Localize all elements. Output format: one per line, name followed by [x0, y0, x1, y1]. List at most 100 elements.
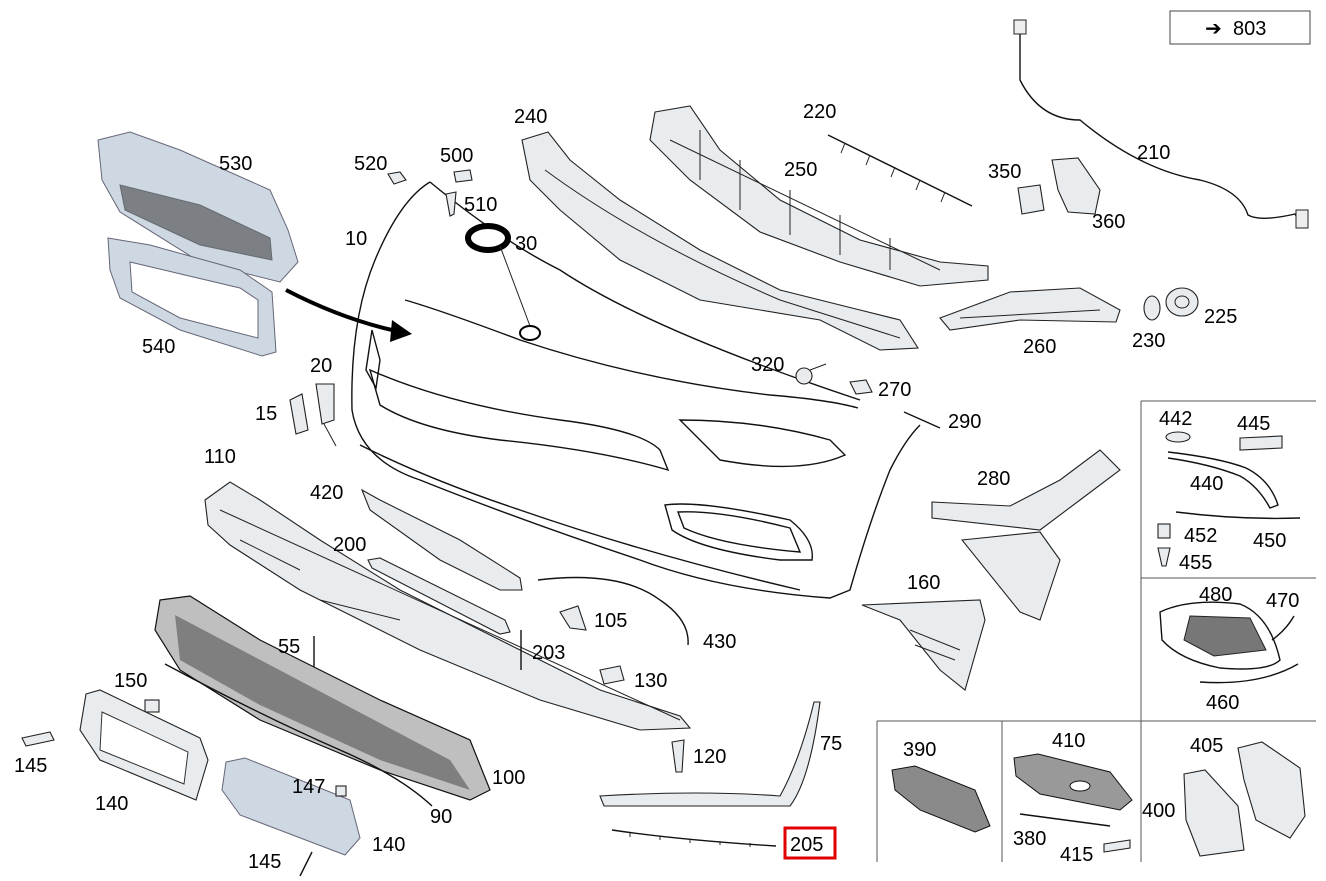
label-400[interactable]: 400	[1142, 800, 1175, 822]
label-455[interactable]: 455	[1179, 552, 1212, 574]
label-225[interactable]: 225	[1204, 306, 1237, 328]
label-530[interactable]: 530	[219, 153, 252, 175]
label-230[interactable]: 230	[1132, 330, 1165, 352]
sensor-350[interactable]	[1017, 184, 1045, 215]
label-445[interactable]: 445	[1237, 413, 1270, 435]
label-450[interactable]: 450	[1253, 530, 1286, 552]
clip-147[interactable]	[335, 785, 347, 797]
bracket-240[interactable]	[521, 131, 919, 351]
label-480[interactable]: 480	[1199, 584, 1232, 606]
label-200[interactable]: 200	[333, 534, 366, 556]
sensor-225[interactable]	[1165, 287, 1199, 317]
bumper-cover-10[interactable]	[351, 181, 921, 599]
screw-320[interactable]	[795, 363, 827, 385]
label-470[interactable]: 470	[1266, 590, 1299, 612]
label-90[interactable]: 90	[430, 806, 452, 828]
label-250[interactable]: 250	[784, 159, 817, 181]
wire-220[interactable]	[827, 134, 973, 207]
label-405[interactable]: 405	[1190, 735, 1223, 757]
label-350[interactable]: 350	[988, 161, 1021, 183]
label-240[interactable]: 240	[514, 106, 547, 128]
frame-480[interactable]	[1159, 601, 1281, 670]
label-15[interactable]: 15	[255, 403, 277, 425]
air-duct-405[interactable]	[1237, 741, 1306, 839]
strip-380[interactable]	[1019, 813, 1111, 827]
nut-452[interactable]	[1157, 523, 1171, 539]
strip-420[interactable]	[360, 488, 523, 591]
screw-145b[interactable]	[299, 851, 313, 877]
strip-290[interactable]	[903, 411, 941, 429]
clip-130[interactable]	[599, 665, 625, 685]
grille-100[interactable]	[154, 595, 491, 801]
clip-445[interactable]	[1239, 435, 1283, 451]
label-540[interactable]: 540	[142, 336, 175, 358]
trim-75[interactable]	[599, 701, 821, 807]
clip-105[interactable]	[559, 605, 587, 631]
label-75[interactable]: 75	[820, 733, 842, 755]
label-452[interactable]: 452	[1184, 525, 1217, 547]
label-150[interactable]: 150	[114, 670, 147, 692]
bracket-15[interactable]	[289, 393, 309, 435]
clip-150[interactable]	[144, 699, 160, 713]
air-guide-540[interactable]	[107, 237, 277, 357]
label-270[interactable]: 270	[878, 379, 911, 401]
grille-390[interactable]	[891, 765, 991, 833]
plate-bracket-140a[interactable]	[79, 689, 209, 801]
label-430[interactable]: 430	[703, 631, 736, 653]
label-460[interactable]: 460	[1206, 692, 1239, 714]
label-290[interactable]: 290	[948, 411, 981, 433]
label-410[interactable]: 410	[1052, 730, 1085, 752]
screw-510[interactable]	[445, 191, 457, 217]
screw-145a[interactable]	[21, 731, 55, 747]
clip-415[interactable]	[1103, 839, 1131, 853]
trim-440[interactable]	[1167, 451, 1279, 509]
label-390[interactable]: 390	[903, 739, 936, 761]
label-120[interactable]: 120	[693, 746, 726, 768]
lower-panel-110[interactable]	[204, 481, 692, 731]
label-320[interactable]: 320	[751, 354, 784, 376]
trim-205[interactable]	[611, 829, 777, 847]
label-510[interactable]: 510	[464, 194, 497, 216]
label-110[interactable]: 110	[204, 446, 236, 468]
label-500[interactable]: 500	[440, 145, 473, 167]
label-442[interactable]: 442	[1159, 408, 1192, 430]
trim-460[interactable]	[1199, 663, 1299, 684]
strip-200[interactable]	[367, 557, 511, 635]
emblem-30[interactable]	[465, 223, 541, 341]
label-145a[interactable]: 145	[14, 755, 47, 777]
harness-210[interactable]	[1013, 19, 1309, 229]
trim-430[interactable]	[537, 576, 689, 646]
label-140b[interactable]: 140	[372, 834, 405, 856]
air-guide-530[interactable]	[97, 131, 299, 283]
label-55[interactable]: 55	[278, 636, 300, 658]
trim-90[interactable]	[164, 663, 433, 807]
clip-120[interactable]	[671, 739, 685, 773]
fastener-500[interactable]	[453, 169, 473, 183]
label-415[interactable]: 415	[1060, 844, 1093, 866]
label-140a[interactable]: 140	[95, 793, 128, 815]
clip-270[interactable]	[849, 379, 873, 395]
label-105[interactable]: 105	[594, 610, 627, 632]
trim-450[interactable]	[1175, 511, 1301, 520]
label-210[interactable]: 210	[1137, 142, 1170, 164]
bracket-160[interactable]	[861, 599, 986, 691]
label-280[interactable]: 280	[977, 468, 1010, 490]
label-160[interactable]: 160	[907, 572, 940, 594]
side-bracket-280[interactable]	[931, 449, 1121, 621]
label-130[interactable]: 130	[634, 670, 667, 692]
label-260[interactable]: 260	[1023, 336, 1056, 358]
label-205[interactable]: 205	[790, 834, 823, 856]
label-100[interactable]: 100	[492, 767, 525, 789]
screw-520[interactable]	[387, 171, 407, 185]
label-420[interactable]: 420	[310, 482, 343, 504]
label-145b[interactable]: 145	[248, 851, 281, 873]
label-440[interactable]: 440	[1190, 473, 1223, 495]
ring-230[interactable]	[1143, 295, 1161, 321]
screw-455[interactable]	[1157, 547, 1171, 567]
label-10[interactable]: 10	[345, 228, 367, 250]
plate-bracket-140b[interactable]	[221, 757, 361, 856]
label-360[interactable]: 360	[1092, 211, 1125, 233]
emblem-442[interactable]	[1165, 431, 1191, 443]
bracket-260[interactable]	[939, 287, 1121, 331]
bracket-20[interactable]	[315, 383, 337, 447]
